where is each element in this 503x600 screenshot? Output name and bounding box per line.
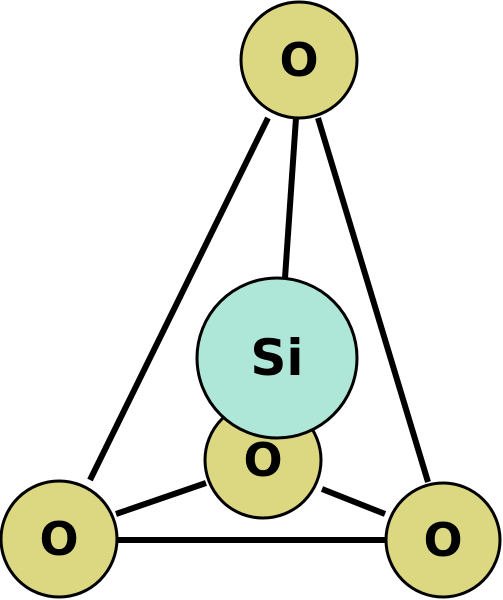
oxygen-back-label: O [243,433,282,487]
oxygen-bottom-left-circle [0,479,119,599]
atom-oxygen-top: O [239,0,359,120]
oxygen-top-label: O [279,33,318,87]
bonds [87,116,431,543]
silicon-circle [195,276,359,440]
oxygen-bottom-right-circle [384,481,502,599]
atom-silicon-center: Si [195,276,359,440]
edge-bottom-left-to-back [115,480,207,517]
silicon-label: Si [250,329,303,387]
atom-oxygen-bottom-right: O [384,481,502,599]
edge-back-to-bottom-right [320,486,387,517]
oxygen-bottom-right-label: O [423,513,462,567]
oxygen-bottom-left-label: O [39,512,78,566]
edge-top-to-bottom-right [315,117,431,483]
atom-oxygen-bottom-left: O [0,479,119,599]
oxygen-top-circle [239,0,359,120]
edge-top-to-bottom-left [87,116,271,482]
bond-top-to-silicon [282,117,299,279]
